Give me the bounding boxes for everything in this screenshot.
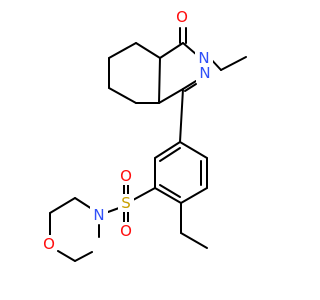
carbonyl-oxygen: O (176, 8, 188, 26)
bond (154, 141, 181, 159)
bond (108, 87, 137, 104)
morpholine-nitrogen: N (93, 206, 104, 224)
bond (180, 232, 208, 249)
sulfonyl-oxygen-bottom-label: O (118, 222, 134, 240)
ring-nitrogen-3: N (199, 64, 210, 82)
bond (159, 184, 181, 198)
chemical-structure: O N N S O O N O (41, 8, 247, 262)
bond (158, 88, 184, 104)
bond (182, 80, 197, 90)
ring-nitrogen-2: N (198, 49, 209, 67)
bonds (49, 27, 247, 262)
carbonyl-oxygen-label: O (174, 8, 190, 26)
bond (74, 251, 93, 262)
sulfonyl-oxygen-top: O (120, 167, 132, 185)
atom-label-bg (196, 64, 214, 82)
bond (220, 56, 247, 71)
bond (179, 141, 208, 159)
bond (132, 187, 156, 201)
n3-label: N (196, 64, 214, 82)
morpholine-oxygen: O (43, 235, 55, 253)
atom-label-bg (118, 222, 134, 240)
bond (108, 42, 137, 59)
bond (180, 187, 208, 204)
atom-label-bg (118, 194, 134, 212)
bond (158, 57, 161, 104)
atom-label-bg (41, 235, 57, 253)
bond (179, 88, 184, 143)
bond (49, 197, 76, 214)
bond (57, 250, 76, 262)
atom-labels: O N N S O O N O (41, 8, 214, 253)
atom-label-bg (90, 206, 108, 224)
bond (182, 42, 198, 56)
morpholine-oxygen-label: O (41, 235, 57, 253)
bond (184, 83, 197, 92)
sulfonyl-oxygen-bottom: O (120, 222, 132, 240)
atom-label-bg (174, 8, 190, 26)
atom-label-bg (118, 167, 134, 185)
atom-label-bg (195, 49, 213, 67)
bond (107, 207, 120, 213)
n2-label: N (195, 49, 213, 67)
bond (154, 187, 182, 204)
sulfur-label: S (118, 194, 134, 212)
bond (159, 147, 181, 162)
sulfonyl-oxygen-top-label: O (118, 167, 134, 185)
sulfonyl-sulfur: S (121, 194, 131, 212)
bond (159, 42, 184, 59)
bond (74, 197, 93, 210)
morpholine-nitrogen-label: N (90, 206, 108, 224)
bond (135, 42, 161, 59)
